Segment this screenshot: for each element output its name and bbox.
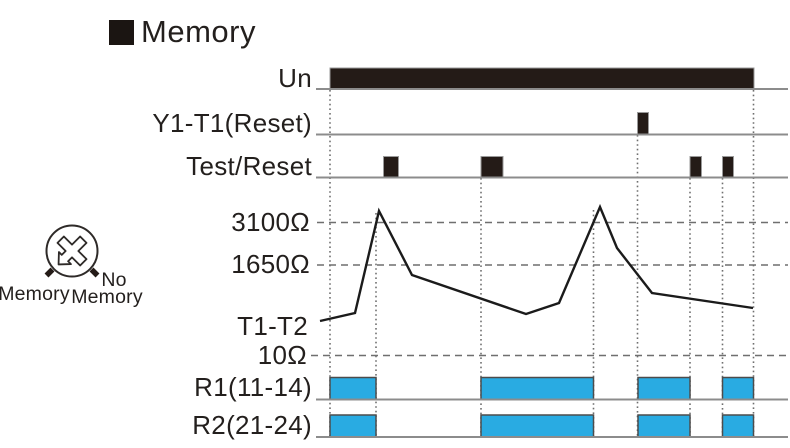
t1-t2-resistance-curve — [319, 203, 754, 323]
test-pulse-1 — [383, 156, 399, 178]
selector-tick-no-memory — [89, 267, 100, 278]
test-pulse-4 — [722, 156, 734, 178]
selector-label-no: No — [101, 269, 126, 291]
figure-title-text: Memory — [141, 14, 256, 49]
r1-pulse-2 — [480, 376, 595, 401]
selector-label-memory: Memory — [0, 283, 70, 305]
y1t1-pulse-1 — [637, 112, 649, 135]
row-label-t1-t2: T1-T2 — [237, 311, 308, 341]
row-label-un: Un — [278, 63, 312, 93]
r1-pulse-1 — [329, 376, 377, 401]
row-label-test-reset: Test/Reset — [186, 151, 312, 181]
r2-pulse-1 — [329, 414, 377, 438]
r2-pulse-4 — [721, 414, 755, 438]
threshold-label-1650-ohm: 1650Ω — [231, 249, 310, 279]
selector-label-no-memory: Memory — [71, 286, 143, 308]
test-pulse-2 — [480, 156, 504, 178]
figure-title: Memory — [109, 14, 256, 50]
row-label-y1-t1-reset: Y1-T1(Reset) — [152, 108, 312, 138]
threshold-label-3100-ohm: 3100Ω — [231, 207, 310, 237]
threshold-label-10-ohm: 10Ω — [258, 340, 307, 370]
row-label-r1-11-14: R1(11-14) — [194, 372, 312, 402]
r2-pulse-2 — [480, 414, 595, 438]
row-label-r2-21-24: R2(21-24) — [192, 410, 312, 440]
selector-cross-arrow-knob — [56, 235, 88, 267]
memory-selector-switch-icon — [44, 224, 100, 278]
title-bullet-square — [109, 19, 134, 45]
r2-pulse-3 — [637, 414, 691, 438]
test-pulse-3 — [689, 156, 702, 178]
r1-pulse-3 — [637, 376, 691, 401]
r1-pulse-4 — [721, 376, 755, 401]
selector-tick-memory — [44, 267, 55, 278]
un-pulse-1 — [329, 67, 755, 90]
